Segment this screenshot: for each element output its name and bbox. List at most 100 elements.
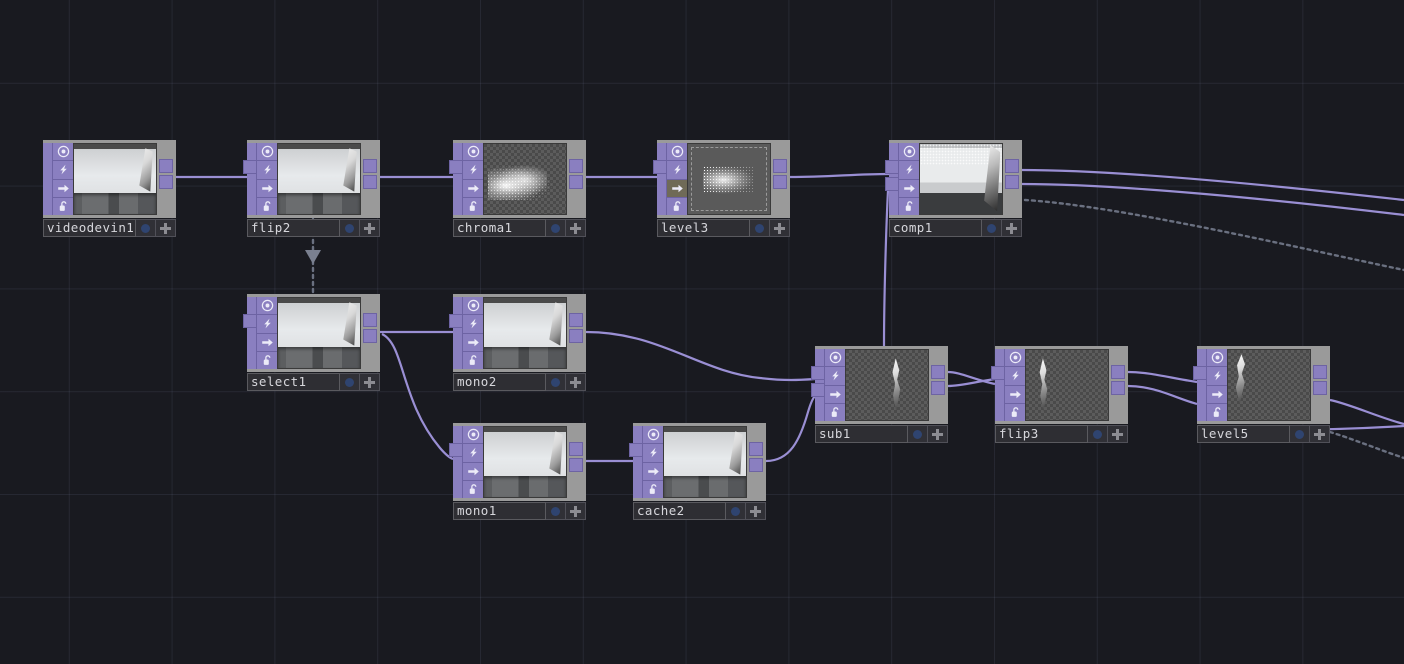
output-socket-1[interactable]	[1111, 364, 1125, 379]
node-flip2[interactable]: flip2	[243, 140, 380, 237]
node-body[interactable]	[243, 140, 380, 218]
lock-icon[interactable]	[257, 198, 277, 215]
node-body[interactable]	[811, 346, 948, 424]
node-name-field[interactable]: select1	[247, 373, 340, 391]
input-socket[interactable]	[449, 443, 463, 458]
node-thumbnail[interactable]	[919, 143, 1003, 215]
node-sub1[interactable]: sub1	[811, 346, 948, 443]
node-name-field[interactable]: mono2	[453, 373, 546, 391]
node-flag-bar[interactable]	[995, 349, 1004, 421]
lock-icon[interactable]	[257, 352, 277, 369]
add-button-plus[interactable]	[1002, 219, 1022, 237]
node-thumbnail[interactable]	[277, 143, 361, 215]
output-socket-1[interactable]	[363, 312, 377, 327]
node-body[interactable]	[885, 140, 1022, 218]
add-button-plus[interactable]	[1310, 425, 1330, 443]
cook-arrow-icon[interactable]	[463, 463, 483, 481]
output-socket-1[interactable]	[931, 364, 945, 379]
input-socket[interactable]	[811, 366, 825, 381]
render-toggle-dot[interactable]	[1290, 425, 1310, 443]
output-socket-2[interactable]	[1313, 380, 1327, 395]
node-name-field[interactable]: cache2	[633, 502, 726, 520]
cook-arrow-icon[interactable]	[1005, 386, 1025, 404]
cook-arrow-icon[interactable]	[1207, 386, 1227, 404]
node-flip3[interactable]: flip3	[991, 346, 1128, 443]
lock-icon[interactable]	[1005, 404, 1025, 421]
node-name-field[interactable]: flip2	[247, 219, 340, 237]
node-body[interactable]	[991, 346, 1128, 424]
render-toggle-dot[interactable]	[908, 425, 928, 443]
bypass-bolt-icon[interactable]	[825, 367, 845, 386]
render-toggle-dot[interactable]	[982, 219, 1002, 237]
node-thumbnail[interactable]	[483, 143, 567, 215]
viewer-target-icon[interactable]	[463, 297, 483, 316]
node-name-field[interactable]: chroma1	[453, 219, 546, 237]
input-socket[interactable]	[885, 160, 899, 175]
add-button-plus[interactable]	[566, 502, 586, 520]
cook-arrow-icon[interactable]	[257, 180, 277, 198]
cook-arrow-icon[interactable]	[825, 386, 845, 404]
viewer-target-icon[interactable]	[643, 426, 663, 445]
node-flag-bar[interactable]	[657, 143, 666, 215]
bypass-bolt-icon[interactable]	[643, 444, 663, 463]
add-button-plus[interactable]	[156, 219, 176, 237]
output-socket-1[interactable]	[749, 441, 763, 456]
render-toggle-dot[interactable]	[546, 219, 566, 237]
output-socket-2[interactable]	[1005, 174, 1019, 189]
node-level3[interactable]: level3	[653, 140, 790, 237]
lock-icon[interactable]	[463, 481, 483, 498]
node-level5[interactable]: level5	[1193, 346, 1330, 443]
lock-icon[interactable]	[667, 198, 687, 215]
node-name-field[interactable]: level3	[657, 219, 750, 237]
lock-icon[interactable]	[463, 198, 483, 215]
node-thumbnail[interactable]	[663, 426, 747, 498]
node-flag-bar[interactable]	[453, 143, 462, 215]
viewer-target-icon[interactable]	[257, 297, 277, 316]
cook-arrow-icon[interactable]	[667, 179, 687, 198]
add-button-plus[interactable]	[1108, 425, 1128, 443]
input-socket[interactable]	[811, 383, 825, 398]
node-body[interactable]	[43, 140, 176, 218]
output-socket-2[interactable]	[749, 457, 763, 472]
render-toggle-dot[interactable]	[136, 219, 156, 237]
node-flag-bar[interactable]	[43, 143, 52, 215]
node-mono2[interactable]: mono2	[449, 294, 586, 391]
lock-icon[interactable]	[1207, 404, 1227, 421]
lock-icon[interactable]	[53, 198, 73, 215]
lock-icon[interactable]	[643, 481, 663, 498]
node-thumbnail[interactable]	[277, 297, 361, 369]
viewer-target-icon[interactable]	[1207, 349, 1227, 368]
output-socket-1[interactable]	[363, 158, 377, 173]
node-flag-bar[interactable]	[453, 297, 462, 369]
add-button-plus[interactable]	[360, 373, 380, 391]
lock-icon[interactable]	[463, 352, 483, 369]
output-socket-2[interactable]	[569, 328, 583, 343]
viewer-target-icon[interactable]	[899, 143, 919, 162]
node-body[interactable]	[653, 140, 790, 218]
lock-icon[interactable]	[825, 404, 845, 421]
render-toggle-dot[interactable]	[726, 502, 746, 520]
node-thumbnail[interactable]	[1025, 349, 1109, 421]
node-videodevin1[interactable]: videodevin1	[43, 140, 176, 237]
node-thumbnail[interactable]	[687, 143, 771, 215]
node-body[interactable]	[449, 294, 586, 372]
render-toggle-dot[interactable]	[546, 373, 566, 391]
node-name-field[interactable]: videodevin1	[43, 219, 136, 237]
node-flag-bar[interactable]	[633, 426, 642, 498]
viewer-target-icon[interactable]	[463, 143, 483, 162]
add-button-plus[interactable]	[746, 502, 766, 520]
node-select1[interactable]: select1	[243, 294, 380, 391]
node-thumbnail[interactable]	[483, 297, 567, 369]
bypass-bolt-icon[interactable]	[257, 161, 277, 180]
output-socket-1[interactable]	[569, 312, 583, 327]
output-socket-1[interactable]	[159, 158, 173, 173]
cook-arrow-icon[interactable]	[463, 180, 483, 198]
add-button-plus[interactable]	[770, 219, 790, 237]
render-toggle-dot[interactable]	[546, 502, 566, 520]
node-flag-bar[interactable]	[1197, 349, 1206, 421]
node-flag-bar[interactable]	[247, 143, 256, 215]
viewer-target-icon[interactable]	[257, 143, 277, 162]
node-thumbnail[interactable]	[845, 349, 929, 421]
output-socket-1[interactable]	[1005, 158, 1019, 173]
